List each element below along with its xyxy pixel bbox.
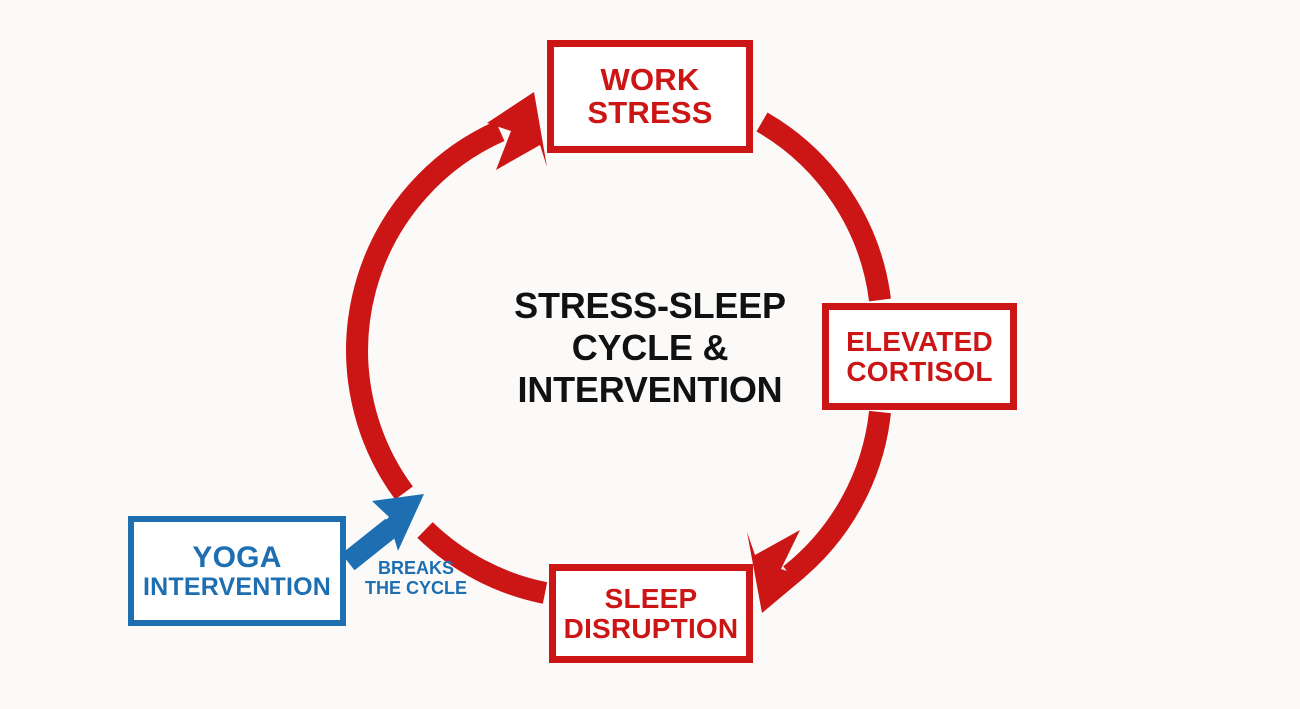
node-sleep-disruption-line-1: SLEEP xyxy=(604,582,698,614)
center-title-line-3: INTERVENTION xyxy=(517,369,783,411)
node-work-stress-line-2: STRESS xyxy=(587,94,713,130)
node-sleep-disruption[interactable]: SLEEP DISRUPTION xyxy=(549,564,753,663)
node-yoga-intervention[interactable]: YOGA INTERVENTION xyxy=(128,516,346,626)
node-work-stress[interactable]: WORK STRESS xyxy=(547,40,753,153)
arc-lower-left-into-sleep xyxy=(417,521,548,604)
arrow-to-sleep-disruption-head xyxy=(747,530,805,613)
node-elevated-cortisol-line-2: CORTISOL xyxy=(846,355,993,387)
arrow-yoga-breaks-cycle xyxy=(341,494,424,571)
breaks-the-cycle-line-2: THE CYCLE xyxy=(364,578,467,599)
node-yoga-intervention-line-1: YOGA xyxy=(192,540,282,574)
node-elevated-cortisol-line-1: ELEVATED xyxy=(846,325,993,357)
center-title-line-2: CYCLE & xyxy=(571,327,729,369)
node-sleep-disruption-line-2: DISRUPTION xyxy=(563,612,739,644)
node-elevated-cortisol[interactable]: ELEVATED CORTISOL xyxy=(822,303,1017,410)
center-title-line-1: STRESS-SLEEP xyxy=(514,285,786,326)
breaks-the-cycle-line-1: BREAKS xyxy=(377,558,454,578)
breaks-the-cycle-label: BREAKS THE CYCLE xyxy=(356,558,476,598)
diagram-center-title: STRESS-SLEEP CYCLE & INTERVENTION xyxy=(450,285,850,411)
arc-sleep-to-work xyxy=(346,120,505,500)
arc-work-to-cortisol xyxy=(756,112,891,302)
arrow-to-work-stress-head xyxy=(487,92,547,170)
node-work-stress-line-1: WORK xyxy=(600,61,700,97)
node-yoga-intervention-line-2: INTERVENTION xyxy=(142,572,332,601)
cycle-arc-group xyxy=(346,112,891,604)
arc-cortisol-to-sleep xyxy=(783,410,891,584)
